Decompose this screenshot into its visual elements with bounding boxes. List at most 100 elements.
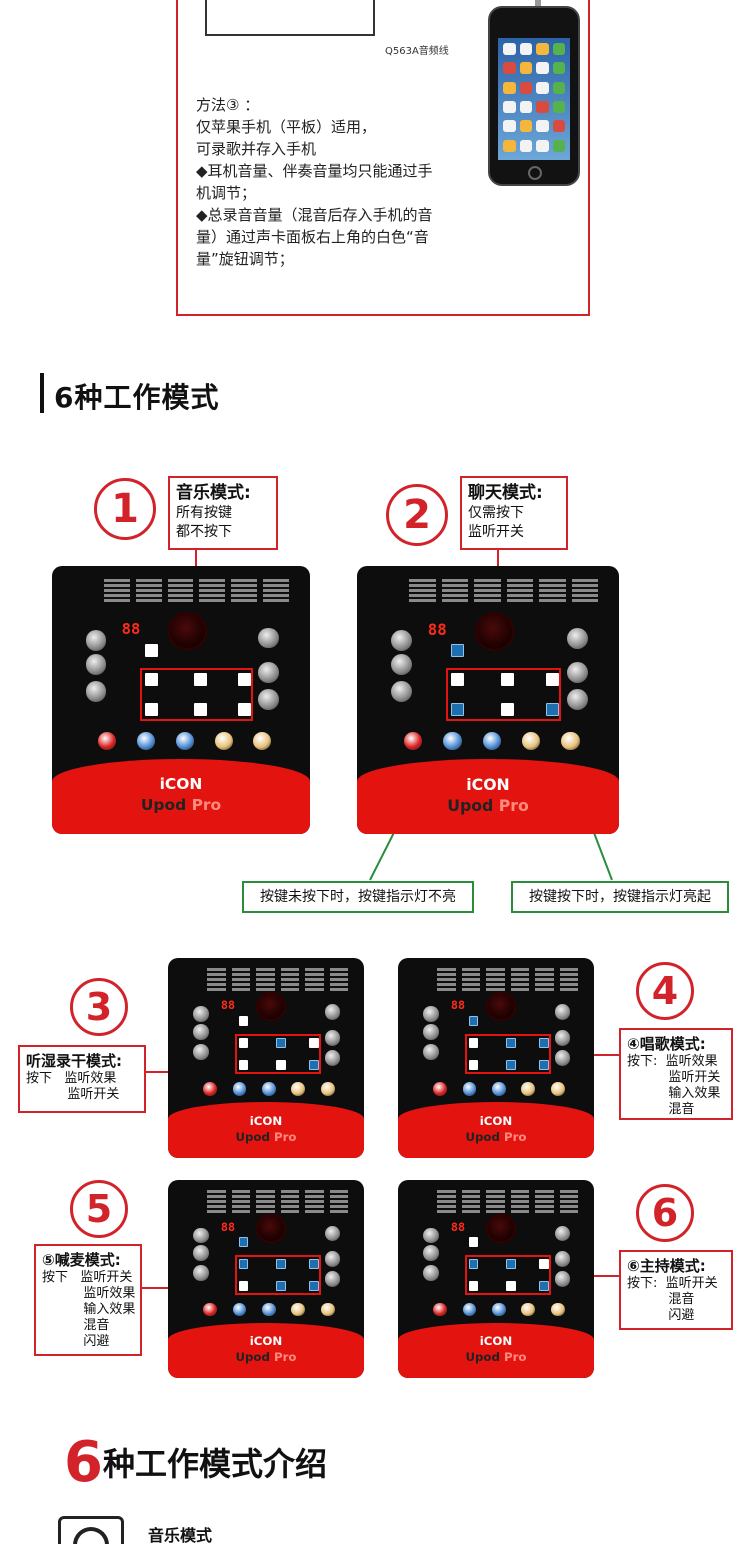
eq-knob [85,630,107,651]
right-knob [324,1271,341,1287]
function-button [468,1280,479,1291]
mode-4-title: ④唱歌模式: [627,1035,706,1053]
label-grid [437,968,579,991]
mode-2-title: 聊天模式: [468,483,543,503]
function-button [237,673,251,687]
device-base [168,1102,364,1158]
function-button [468,1060,479,1070]
mode-2-line: 仅需按下 [468,505,524,521]
mode-3-line: 监听开关 [26,1087,120,1102]
input-knob [262,1302,276,1317]
right-knob [324,1050,341,1066]
mode-3-title: 听湿录干模式: [26,1052,122,1070]
headphones-icon [58,1516,124,1544]
phantom-button [468,1016,479,1026]
input-knob [462,1082,477,1096]
method-line: 量”旋钮调节； [196,250,294,268]
method-line: ◆总录音音量（混音后存入手机的音 [196,206,433,224]
intro-item-music: 音乐模式 [148,1526,213,1544]
phantom-button [468,1237,479,1248]
method-3-text: 方法③ ： 仅苹果手机（平板）适用， 可录歌并存入手机 ◆耳机音量、伴奏音量均只… [196,94,481,270]
eq-knob [423,1044,440,1060]
eq-knob [85,681,107,702]
mode-1-number: 1 [94,478,156,540]
device-base [357,758,619,834]
input-knob [320,1082,335,1096]
function-button [309,1060,319,1070]
right-knob [566,689,588,711]
section-title: 6种工作模式 [54,381,220,414]
eq-knob [193,1265,210,1281]
method-line: 可录歌并存入手机 [196,140,317,158]
model-name: Upod Pro [140,796,222,815]
function-button [468,1259,479,1269]
mode-1-box: 音乐模式: 所有按键 都不按下 [168,476,278,550]
input-knob [137,732,156,751]
right-knob [566,627,588,649]
mode-4-line: 按下: 监听效果 [627,1054,718,1069]
label-grid [207,968,349,991]
audio-jack-icon [535,0,541,10]
input-knob [232,1302,247,1317]
main-volume-knob [256,1213,286,1244]
eq-knob [391,681,412,703]
mode-4-line: 监听开关 [627,1070,721,1085]
label-grid [103,579,290,603]
device-base [168,1322,364,1378]
mode-6-box: ⑥主持模式: 按下: 监听开关 混音 闪避 [619,1250,733,1330]
right-knob [258,627,280,649]
device-base [398,1102,594,1158]
function-button [275,1280,286,1291]
method-line: 方法③ ： [196,96,260,114]
eq-knob [193,1006,210,1022]
function-button [505,1038,516,1048]
brand-logo: iCON [479,1114,513,1128]
mode-2-box: 聊天模式: 仅需按下 监听开关 [460,476,568,550]
right-knob [554,1251,571,1267]
right-knob [554,1050,571,1066]
input-knob [561,732,580,751]
led-display: 88 [121,619,141,638]
input-knob [433,1302,447,1317]
input-knob [550,1082,565,1096]
function-button [237,702,251,716]
function-button [451,702,465,716]
mode-5-box: ⑤喊麦模式: 按下 监听开关 监听效果 输入效果 混音 闪避 [34,1244,142,1356]
function-button [275,1038,286,1048]
right-knob [554,1271,571,1287]
label-grid [207,1189,349,1213]
function-button [309,1038,319,1048]
input-knob [521,1302,536,1317]
mode-6-line: 混音 [627,1292,695,1307]
mode-1-line: 都不按下 [176,524,232,540]
input-knob [482,732,502,751]
mode-4-line: 输入效果 [627,1086,721,1101]
model-name: Upod Pro [235,1130,297,1144]
brand-logo: iCON [159,775,203,794]
phantom-button [238,1016,249,1026]
right-knob [554,1225,571,1242]
function-button [545,702,559,716]
phone-screen [498,38,570,160]
model-suffix: Pro [504,1350,527,1365]
phantom-button [451,643,465,657]
function-button [501,673,515,687]
mode-4-box: ④唱歌模式: 按下: 监听效果 监听开关 输入效果 混音 [619,1028,733,1120]
function-button [238,1060,249,1070]
phantom-button [238,1237,249,1248]
mode-3-number: 3 [70,978,128,1036]
eq-knob [423,1006,440,1022]
function-button [144,673,158,687]
highlight-box [464,1255,551,1295]
input-knob [443,732,462,751]
model-suffix: Pro [498,796,529,816]
led-display: 88 [220,1219,236,1234]
mode-3-line: 按下 监听效果 [26,1071,117,1086]
function-button [505,1060,516,1070]
highlight-box [234,1034,321,1074]
section-title-bar [40,373,44,413]
brand-logo: iCON [249,1114,283,1128]
